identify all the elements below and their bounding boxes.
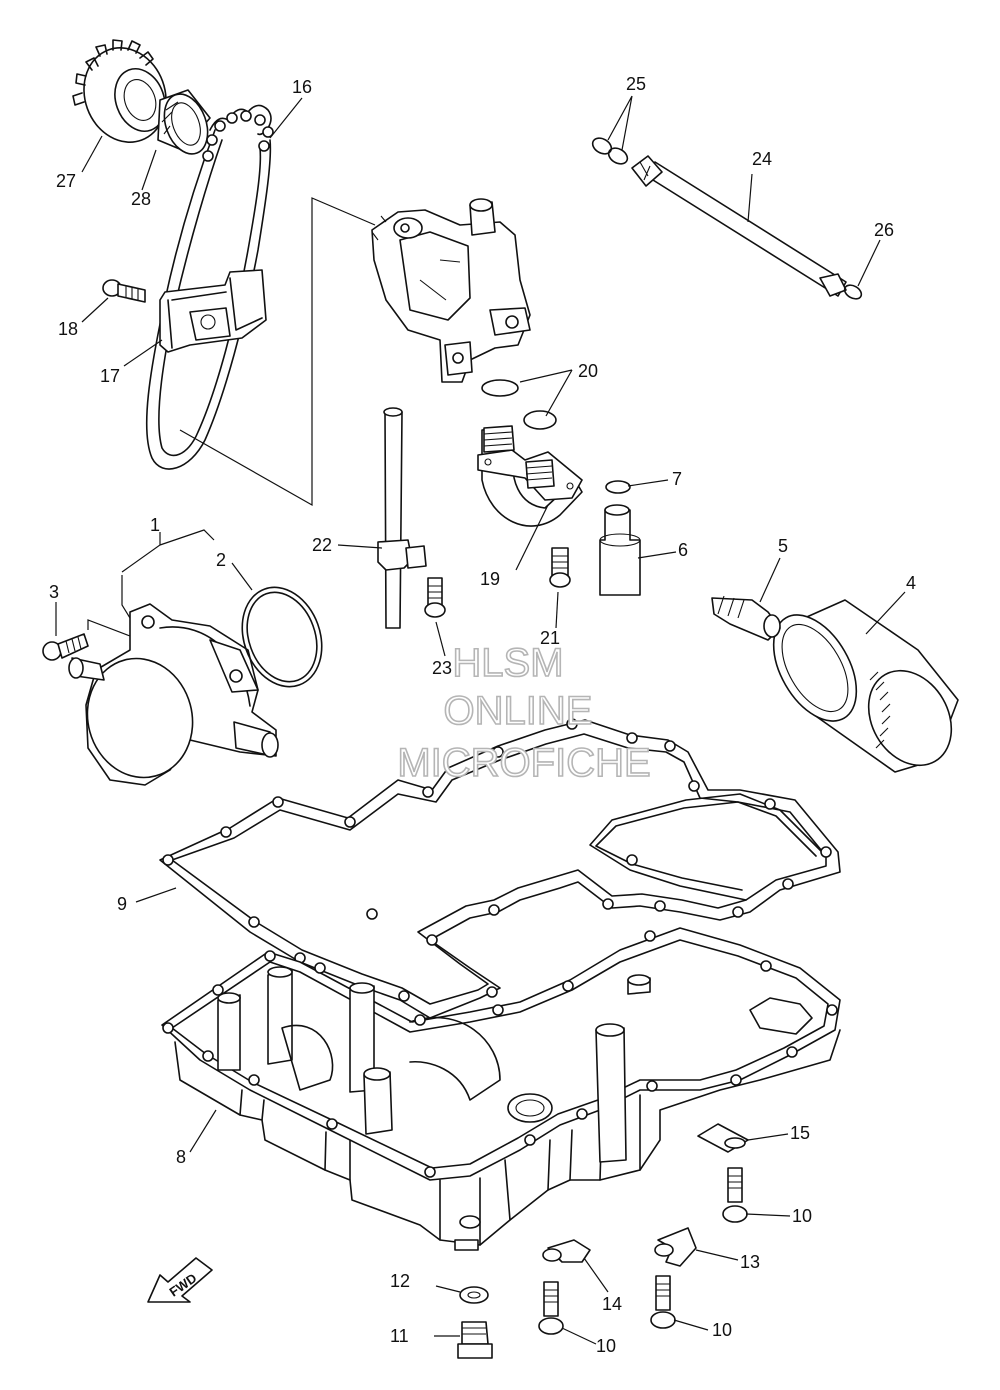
cooler-bracket-line-a [121,575,131,619]
callout-5: 5 [778,536,788,556]
callout-26: 26 [874,220,894,240]
callout-8: 8 [176,1147,186,1167]
callout-22: 22 [312,535,332,555]
drain-washer [459,1286,489,1304]
leader-lines [55,95,906,1345]
oil-strainer-pipe [377,407,427,629]
callout-25: 25 [626,74,646,94]
callout-11: 11 [390,1326,409,1346]
pan-internal-bosses [217,966,813,1163]
callout-10-lower: 10 [712,1320,732,1340]
callout-4: 4 [906,573,916,593]
needle-bearing [157,89,211,155]
callout-6: 6 [678,540,688,560]
hose-clamp-14 [542,1239,591,1263]
relief-valve [599,480,641,596]
drive-chain [145,104,274,470]
oil-cooler [68,603,279,786]
oil-pump-assembly [371,198,531,383]
cooler-bracket-line-b [87,619,131,637]
oil-pan-gasket [159,718,841,1019]
pan-bolt-right [722,1167,748,1223]
oil-delivery-pipe [477,425,583,527]
callout-27: 27 [56,171,76,191]
guide-bolt [102,279,146,303]
cooler-gasket [241,586,323,688]
callout-10-right: 10 [792,1206,812,1226]
callout-24: 24 [752,149,772,169]
chain-guide [159,269,267,353]
pipe-o-ring-26 [843,284,863,300]
drive-sprocket [72,39,167,143]
callout-23: 23 [432,658,452,678]
callout-28: 28 [131,189,151,209]
callout-16: 16 [292,77,312,97]
cooler-bolt [42,633,89,661]
watermark-line-1: HLSM [452,641,563,685]
o-ring-lower [523,410,557,430]
pan-bolt-lower-right [650,1275,676,1329]
callout-9: 9 [117,894,127,914]
callout-2: 2 [216,550,226,570]
callout-labels: 1 2 3 4 5 6 7 8 9 10 10 10 11 12 13 14 1… [49,74,916,1356]
watermark: HLSM ONLINE MICROFICHE [397,640,652,786]
callout-7: 7 [672,469,682,489]
callout-12: 12 [390,1271,410,1291]
callout-19: 19 [480,569,500,589]
strainer-bolt [424,577,446,618]
long-oil-pipe [631,155,847,297]
callout-13: 13 [740,1252,760,1272]
callout-21: 21 [540,628,560,648]
callout-1: 1 [150,515,160,535]
hose-clamp-13 [654,1227,697,1267]
union-bolt [711,595,781,641]
forward-direction-arrow: FWD [147,1257,213,1303]
callout-10-middle: 10 [596,1336,616,1356]
callout-3: 3 [49,582,59,602]
pan-bolt-middle [538,1281,564,1335]
o-ring-upper [481,379,519,397]
pan-flange-holes [162,930,838,1178]
pipe-bolt [549,547,571,588]
callout-17: 17 [100,366,120,386]
assembly-reference-line [179,197,376,507]
hose-clamp-15 [697,1123,749,1153]
oil-pan [161,927,841,1251]
callout-15: 15 [790,1123,810,1143]
drain-bolt [457,1321,493,1359]
pipe-o-rings-25 [591,137,629,165]
watermark-line-3: MICROFICHE [397,741,650,785]
gasket-bolt-holes [162,718,832,1002]
watermark-line-2: ONLINE [444,689,593,733]
callout-20: 20 [578,361,598,381]
callout-14: 14 [602,1294,622,1314]
callout-18: 18 [58,319,78,339]
oil-filter [772,599,959,773]
